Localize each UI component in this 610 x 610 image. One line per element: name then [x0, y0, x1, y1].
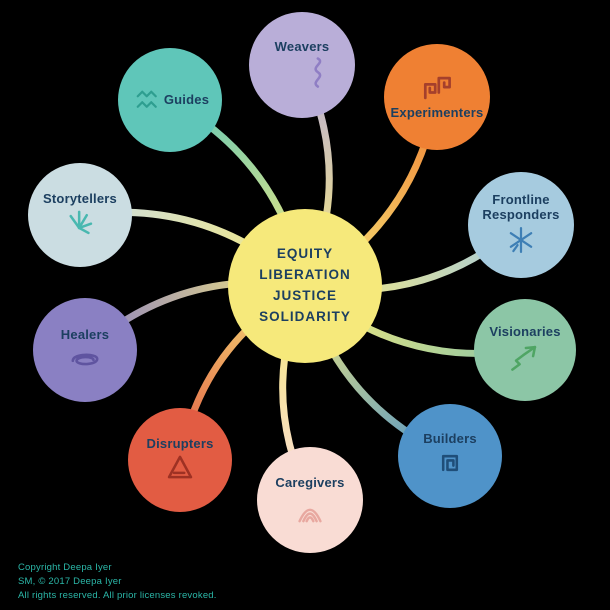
role-label: Caregivers [275, 474, 345, 490]
role-label: Visionaries [489, 323, 561, 339]
copyright-notice: Copyright Deepa Iyer SM, © 2017 Deepa Iy… [18, 561, 217, 602]
center-circle: EQUITY LIBERATION JUSTICE SOLIDARITY [228, 209, 382, 363]
experimenters-maze-icon [423, 76, 451, 100]
weavers-squiggle-icon [314, 57, 322, 89]
role-circle-guides: Guides [118, 48, 222, 152]
copyright-line: Copyright Deepa Iyer [18, 562, 112, 573]
frontline-burst-icon [509, 226, 533, 253]
role-label: Experimenters [390, 105, 484, 121]
center-text-line: LIBERATION [259, 267, 351, 283]
center-text-line: EQUITY [276, 246, 334, 262]
role-circle-storytellers: Storytellers [28, 163, 132, 267]
caregivers-arcs-icon [298, 509, 322, 523]
role-label: Disrupters [146, 435, 214, 451]
role-label: Weavers [274, 38, 330, 54]
role-circle-builders: Builders [398, 404, 502, 508]
healers-spiral-icon [71, 354, 99, 366]
role-label: Frontline Responders [482, 192, 560, 222]
role-circle-frontline-responders: Frontline Responders [468, 172, 574, 278]
role-label: Builders [423, 430, 477, 446]
center-text-line: JUSTICE [272, 288, 337, 303]
role-circle-caregivers: Caregivers [257, 447, 363, 553]
copyright-line: SM, © 2017 Deepa Iyer [18, 575, 122, 587]
role-circle-visionaries: Visionaries [474, 299, 576, 401]
storytellers-splash-icon [69, 211, 93, 235]
disrupters-triangle-icon [167, 456, 193, 479]
center-text-line: SOLIDARITY [259, 308, 351, 324]
role-circle-disrupters: Disrupters [128, 408, 232, 512]
role-circle-weavers: Weavers [249, 12, 355, 118]
role-circle-experimenters: Experimenters [384, 44, 490, 150]
visionaries-arrow-icon [511, 346, 537, 372]
guides-zigzag-icon [136, 90, 157, 108]
role-label: Healers [60, 326, 110, 342]
copyright-line: All rights reserved. All prior licenses … [18, 589, 217, 601]
builders-square-spiral-icon [441, 455, 459, 472]
role-label: Guides [163, 91, 210, 107]
role-circle-healers: Healers [33, 298, 137, 402]
role-label: Storytellers [43, 190, 117, 206]
